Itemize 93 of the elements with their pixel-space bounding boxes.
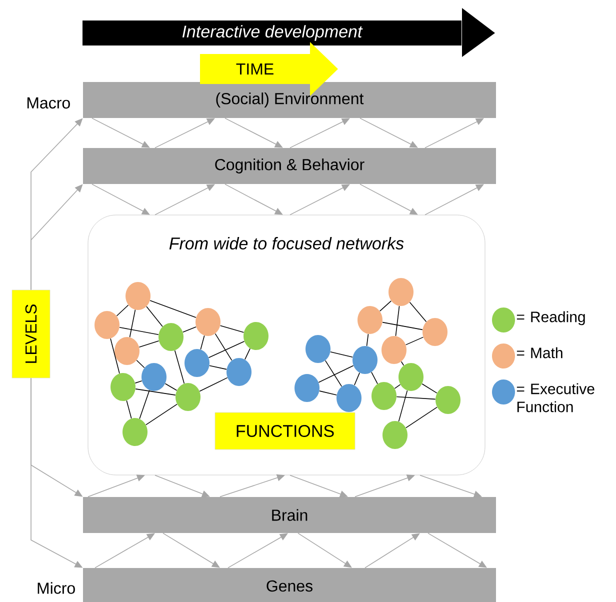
network-node <box>94 311 120 339</box>
network-link <box>134 380 142 384</box>
network-node <box>352 346 378 374</box>
network-node <box>184 349 210 377</box>
network-link <box>139 390 150 420</box>
level-band: (Social) Environment <box>83 82 496 118</box>
arrow <box>154 184 215 216</box>
network-node <box>244 322 268 350</box>
network-link <box>400 361 404 366</box>
network-link <box>150 300 196 318</box>
network-link <box>409 302 427 322</box>
network-node <box>306 335 330 363</box>
network-node <box>422 318 448 346</box>
arrow <box>428 532 487 568</box>
network-node <box>436 386 460 414</box>
network-link <box>164 383 178 391</box>
network-link <box>371 372 378 384</box>
network-link <box>146 306 163 327</box>
network-node <box>226 358 252 386</box>
legend-label: = Executive Function <box>516 383 594 412</box>
network-node <box>126 282 150 310</box>
network-link <box>220 325 244 333</box>
network-link <box>199 377 228 392</box>
arrow <box>94 533 155 568</box>
network-node <box>372 382 396 410</box>
network-link <box>379 300 392 312</box>
level-band: Cognition & Behavior <box>83 148 496 184</box>
network-link <box>126 400 132 419</box>
network-node <box>336 384 362 412</box>
network-link <box>330 352 353 358</box>
network-node <box>122 418 148 446</box>
network-link <box>244 348 250 360</box>
network-node <box>398 363 424 391</box>
legend-label: = Reading <box>516 311 585 326</box>
network-link <box>354 372 360 386</box>
level-label: Macro <box>27 97 70 109</box>
network-node <box>142 363 166 391</box>
network-node <box>382 336 406 364</box>
network-link <box>422 384 438 394</box>
network-node <box>176 383 200 411</box>
arrow-banner: Interactive development <box>82 8 495 57</box>
network-link <box>135 388 176 396</box>
arrow <box>224 118 283 148</box>
network-link <box>396 396 436 400</box>
level-label: Micro <box>38 582 75 594</box>
network-node <box>294 374 320 402</box>
network-link <box>318 365 354 383</box>
network-link <box>200 335 205 350</box>
label-tag: FUNCTIONS <box>214 412 356 450</box>
network-node <box>196 308 220 336</box>
network-link <box>366 334 369 346</box>
network-link <box>174 350 185 384</box>
legend-label: = Math <box>516 347 562 358</box>
arrow <box>298 532 352 568</box>
arrow <box>92 184 150 215</box>
network-node <box>114 337 140 365</box>
network-link <box>146 404 178 426</box>
network-link <box>319 390 337 396</box>
network-link <box>405 336 424 346</box>
network-link <box>324 360 342 387</box>
network-link <box>406 406 438 428</box>
network-link <box>110 338 120 374</box>
network-node <box>388 278 414 306</box>
network-link <box>182 326 196 333</box>
arrow <box>424 184 484 216</box>
network-link <box>119 326 159 336</box>
network-link <box>129 309 136 338</box>
arrow <box>154 118 215 148</box>
network-node <box>358 306 382 334</box>
network-link <box>382 322 423 330</box>
arrow <box>360 118 418 148</box>
arrow <box>162 532 220 568</box>
network-link <box>398 390 408 422</box>
network-link <box>209 365 227 370</box>
arrow <box>360 184 418 215</box>
network-link <box>214 333 232 361</box>
network-link <box>136 360 145 368</box>
arrow <box>290 184 350 216</box>
level-band: Genes <box>83 568 496 602</box>
label-tag: LEVELS <box>12 290 50 378</box>
arrow <box>224 184 283 215</box>
network-link <box>395 306 400 336</box>
arrow <box>364 533 420 568</box>
network-link <box>116 304 129 316</box>
network-node <box>158 323 184 351</box>
level-band: Brain <box>83 497 496 533</box>
network-link <box>394 384 401 389</box>
network-node <box>382 421 408 449</box>
arrow <box>92 118 150 148</box>
network-link <box>208 340 245 358</box>
arrow <box>228 533 288 568</box>
network-link <box>138 340 160 348</box>
network-node <box>110 373 136 401</box>
